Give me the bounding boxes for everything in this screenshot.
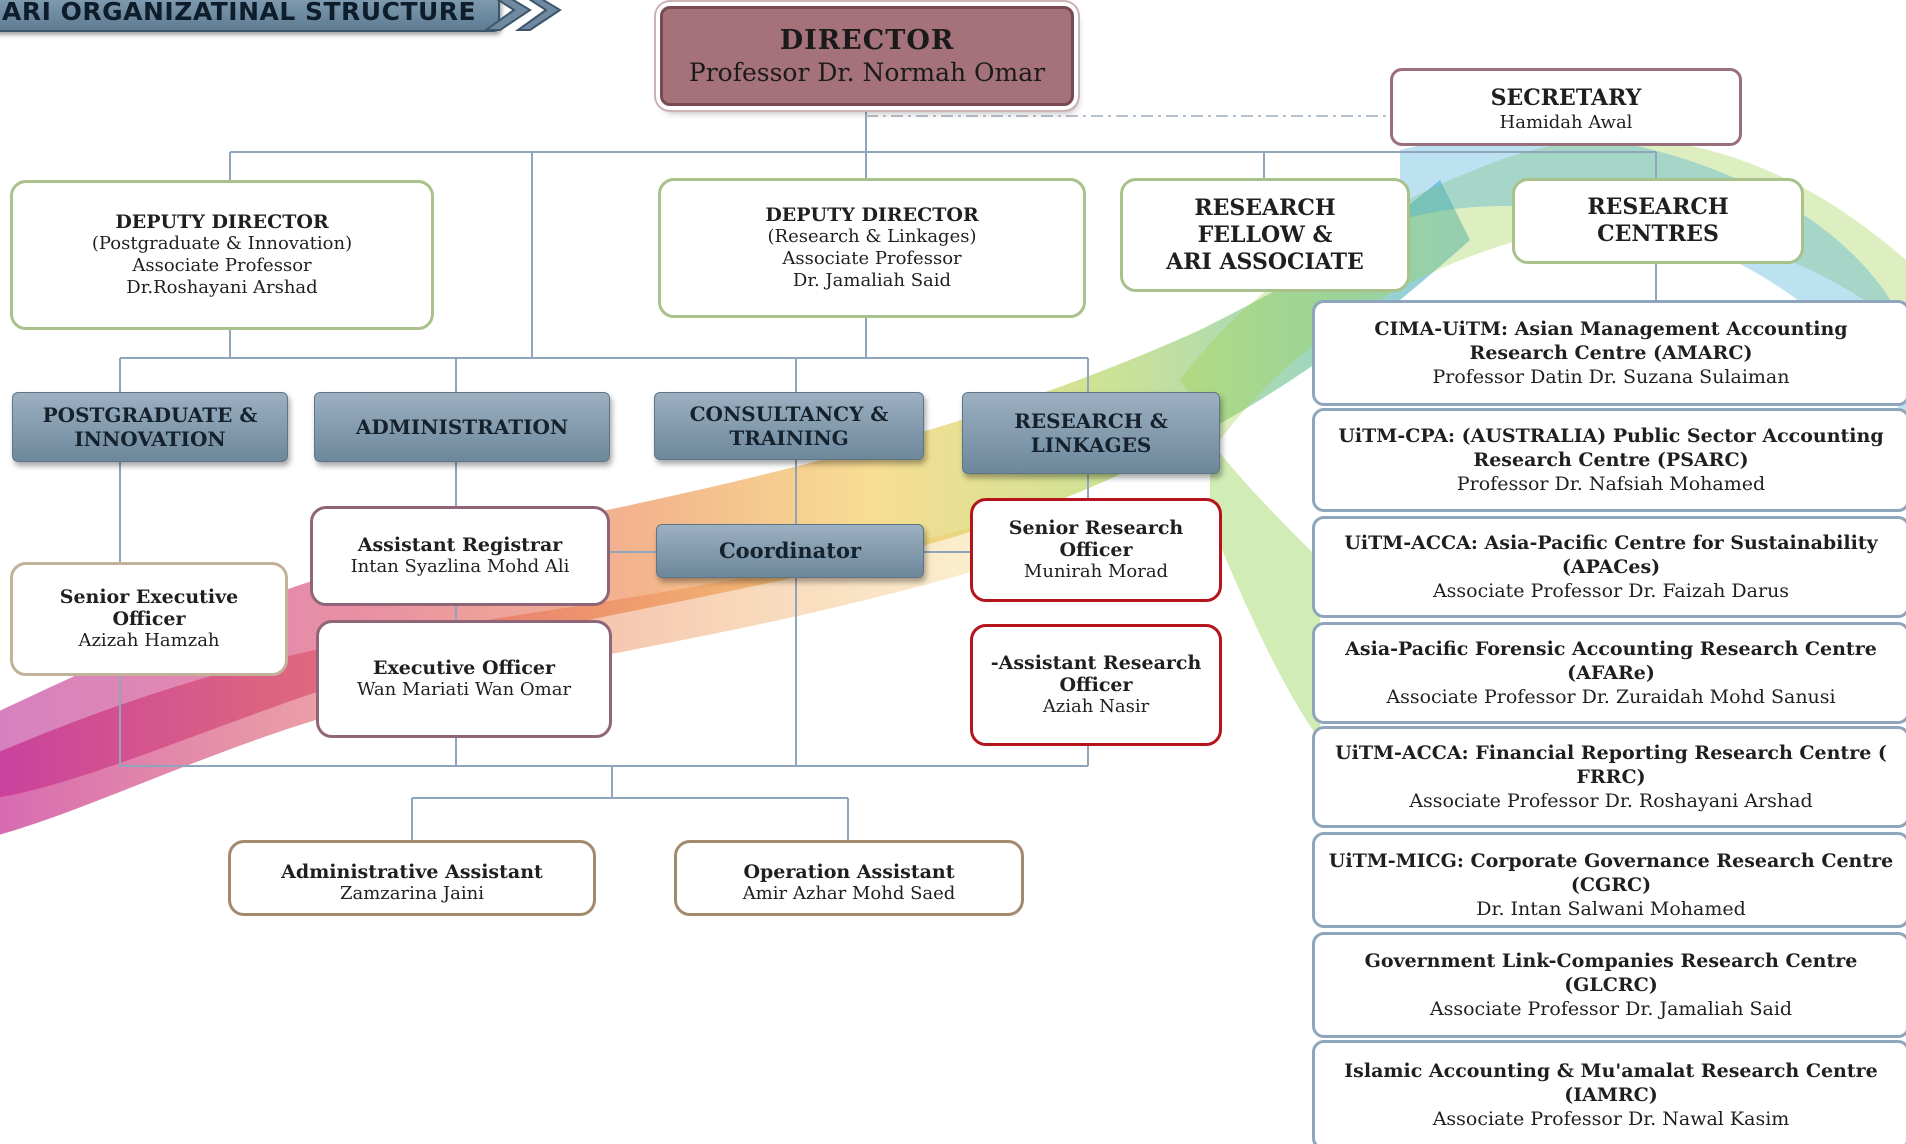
unit-label: Coordinator (718, 538, 862, 563)
director-name: Professor Dr. Normah Omar (688, 58, 1046, 87)
staff-title: Assistant Registrar (357, 534, 563, 556)
centre-head: Associate Professor Dr. Faizah Darus (1432, 580, 1790, 602)
staff-name: Amir Azhar Mohd Saed (742, 883, 956, 904)
research-centre-item: Islamic Accounting & Mu'amalat Research … (1312, 1040, 1906, 1144)
staff-title: Operation Assistant (743, 861, 955, 883)
unit-label: RESEARCH & LINKAGES (1014, 409, 1168, 457)
research-centre-item: Asia-Pacific Forensic Accounting Researc… (1312, 622, 1906, 724)
staff-name: Munirah Morad (1023, 561, 1169, 582)
executive-officer-box: Executive Officer Wan Mariati Wan Omar (316, 620, 612, 738)
centre-name: Islamic Accounting & Mu'amalat Research … (1344, 1060, 1878, 1106)
research-centres-box: RESEARCH CENTRES (1512, 178, 1804, 264)
research-fellow-line: ARI ASSOCIATE (1166, 248, 1364, 275)
research-fellow-box: RESEARCH FELLOW & ARI ASSOCIATE (1120, 178, 1410, 292)
operation-assistant-box: Operation Assistant Amir Azhar Mohd Saed (674, 840, 1024, 916)
unit-research-linkages: RESEARCH & LINKAGES (962, 392, 1220, 474)
page-title-banner: ARI ORGANIZATINAL STRUCTURE (0, 0, 500, 32)
staff-title: Executive Officer (372, 657, 556, 679)
secretary-title: SECRETARY (1490, 85, 1642, 111)
staff-name: Azizah Hamzah (78, 630, 220, 651)
staff-name: Intan Syazlina Mohd Ali (350, 556, 570, 577)
centre-head: Dr. Intan Salwani Mohamed (1476, 898, 1746, 920)
research-centre-item: Government Link-Companies Research Centr… (1312, 932, 1906, 1038)
page-title: ARI ORGANIZATINAL STRUCTURE (2, 0, 477, 26)
centre-name: Government Link-Companies Research Centr… (1364, 950, 1858, 996)
unit-coordinator: Coordinator (656, 524, 924, 578)
centre-name: UiTM-CPA: (AUSTRALIA) Public Sector Acco… (1338, 425, 1884, 471)
staff-title: Administrative Assistant (281, 861, 543, 883)
staff-name: Wan Mariati Wan Omar (356, 679, 572, 700)
deputy-director-postgraduate-box: DEPUTY DIRECTOR (Postgraduate & Innovati… (10, 180, 434, 330)
deputy-director-name: Dr. Jamaliah Said (792, 270, 952, 291)
staff-name: Zamzarina Jaini (340, 883, 484, 904)
senior-research-officer-box: Senior Research Officer Munirah Morad (970, 498, 1222, 602)
unit-postgraduate-innovation: POSTGRADUATE & INNOVATION (12, 392, 288, 462)
staff-title: -Assistant Research Officer (990, 652, 1202, 696)
deputy-director-title: DEPUTY DIRECTOR (765, 204, 979, 226)
research-centre-item: CIMA-UiTM: Asian Management Accounting R… (1312, 300, 1906, 406)
unit-label: CONSULTANCY & TRAINING (689, 402, 889, 450)
research-fellow-line: RESEARCH (1194, 194, 1336, 221)
director-title: DIRECTOR (779, 25, 955, 56)
deputy-director-rank: Associate Professor (782, 248, 962, 269)
staff-name: Aziah Nasir (1042, 696, 1150, 717)
centre-head: Associate Professor Dr. Roshayani Arshad (1409, 790, 1813, 812)
unit-label: ADMINISTRATION (355, 415, 569, 439)
unit-administration: ADMINISTRATION (314, 392, 610, 462)
staff-title: Senior Research Officer (1008, 517, 1184, 561)
research-centre-item: UiTM-MICG: Corporate Governance Research… (1312, 832, 1906, 928)
centre-name: UiTM-ACCA: Asia-Pacific Centre for Susta… (1344, 532, 1878, 578)
deputy-director-research-box: DEPUTY DIRECTOR (Research & Linkages) As… (658, 178, 1086, 318)
research-centres-line: RESEARCH (1587, 194, 1729, 220)
unit-consultancy-training: CONSULTANCY & TRAINING (654, 392, 924, 460)
deputy-director-rank: Associate Professor (132, 255, 312, 276)
centre-name: CIMA-UiTM: Asian Management Accounting R… (1374, 318, 1848, 364)
unit-label: POSTGRADUATE & INNOVATION (42, 403, 258, 451)
deputy-director-title: DEPUTY DIRECTOR (115, 211, 329, 233)
assistant-research-officer-box: -Assistant Research Officer Aziah Nasir (970, 624, 1222, 746)
centre-head: Professor Datin Dr. Suzana Sulaiman (1432, 366, 1790, 388)
centre-head: Associate Professor Dr. Nawal Kasim (1432, 1108, 1790, 1130)
deputy-director-portfolio: (Research & Linkages) (767, 226, 977, 247)
research-centre-item: UiTM-ACCA: Financial Reporting Research … (1312, 726, 1906, 828)
centre-name: UiTM-MICG: Corporate Governance Research… (1328, 850, 1894, 896)
secretary-box: SECRETARY Hamidah Awal (1390, 68, 1742, 146)
secretary-name: Hamidah Awal (1499, 112, 1633, 133)
assistant-registrar-box: Assistant Registrar Intan Syazlina Mohd … (310, 506, 610, 606)
research-centre-item: UiTM-ACCA: Asia-Pacific Centre for Susta… (1312, 516, 1906, 618)
administrative-assistant-box: Administrative Assistant Zamzarina Jaini (228, 840, 596, 916)
research-centres-line: CENTRES (1597, 221, 1719, 247)
staff-title: Senior Executive Officer (59, 586, 239, 630)
director-box: DIRECTOR Professor Dr. Normah Omar (660, 6, 1074, 106)
research-fellow-line: FELLOW & (1197, 221, 1333, 248)
deputy-director-name: Dr.Roshayani Arshad (126, 277, 318, 298)
centre-name: UiTM-ACCA: Financial Reporting Research … (1335, 742, 1887, 788)
research-centre-item: UiTM-CPA: (AUSTRALIA) Public Sector Acco… (1312, 408, 1906, 512)
deputy-director-portfolio: (Postgraduate & Innovation) (91, 233, 353, 254)
centre-head: Associate Professor Dr. Zuraidah Mohd Sa… (1386, 686, 1836, 708)
centre-name: Asia-Pacific Forensic Accounting Researc… (1345, 638, 1877, 684)
senior-executive-officer-box: Senior Executive Officer Azizah Hamzah (10, 562, 288, 676)
centre-head: Associate Professor Dr. Jamaliah Said (1429, 998, 1793, 1020)
centre-head: Professor Dr. Nafsiah Mohamed (1456, 473, 1766, 495)
